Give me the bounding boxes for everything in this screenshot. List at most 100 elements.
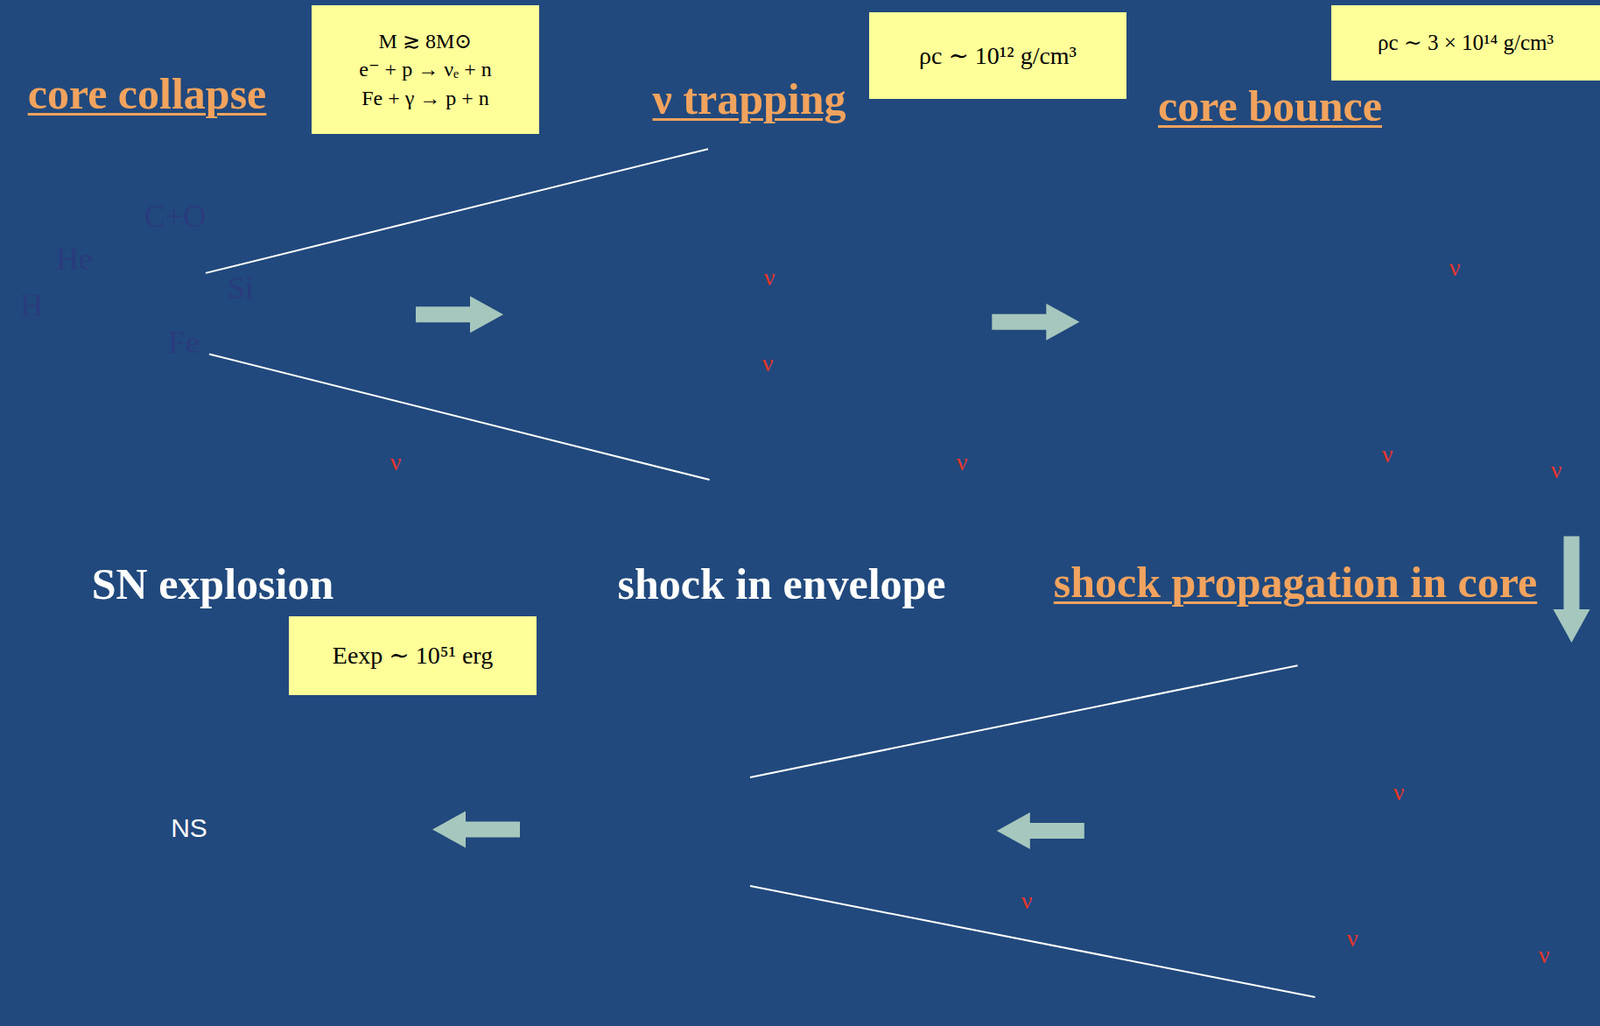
infall-arrow (1165, 828, 1191, 832)
neutrino-path (750, 306, 760, 345)
infall-arrow (737, 147, 741, 216)
neutrino-label: ν (1449, 254, 1461, 282)
formula-text: Fe + γ → p + n (361, 84, 490, 113)
neutrino-path (805, 413, 944, 450)
neutrino-path (1378, 277, 1441, 316)
iron-core-circle: Fe (133, 266, 231, 364)
shock-front (634, 715, 866, 948)
zoom-line (209, 354, 710, 481)
neutrino-label: ν (1538, 941, 1551, 969)
stage-title: core bounce (1157, 79, 1383, 133)
formula-box: M ≳ 8M⊙e⁻ + p → νₑ + nFe + γ → p + n (311, 5, 540, 134)
hydrogen-shell-circle-fill (15, 148, 348, 481)
proto-neutron-star (1278, 775, 1388, 885)
flow-arrow (991, 303, 1080, 341)
stage-title: core collapse (28, 67, 267, 120)
infall-arrow (1331, 663, 1334, 688)
neutrino-path (1435, 901, 1529, 949)
silicon-shell-circle-shape (98, 231, 267, 400)
shock-arrow (837, 919, 862, 943)
shock-arrow (638, 720, 663, 744)
envelope-ellipse-shape (583, 663, 917, 1000)
shock-arrow (749, 955, 752, 990)
iron-core-circle-fill (133, 266, 230, 363)
neutron-star-label: NS (170, 813, 208, 843)
neutrino-label: ν (1550, 456, 1563, 485)
trapping-circle-fill (570, 146, 907, 483)
envelope-ellipse-fill (583, 663, 917, 1000)
silicon-shell-circle: SiFe (98, 231, 267, 400)
hydrogen-shell-circle: core collapseHHeC+OSiFe (14, 147, 349, 482)
carbon-oxygen-shell-circle: C+OSiFe (77, 210, 288, 421)
energy-label: Eexp ∼ 10⁵¹ erg (332, 638, 493, 673)
neutrino-label: ν (1021, 887, 1033, 915)
flow-arrow (1553, 536, 1591, 644)
neutrinosphere (642, 217, 836, 411)
shock-arrow (837, 720, 862, 744)
infall-arrow (1474, 828, 1500, 832)
shock-arrow (592, 830, 626, 834)
neutrinosphere (1236, 733, 1430, 927)
helium-shell-circle-fill (49, 182, 315, 448)
trapping-circle: ν trapping (570, 146, 907, 483)
carbon-oxygen-shell-circle-fill (77, 210, 287, 420)
proto-neutron-star (699, 780, 801, 883)
neutrino-label: ν (762, 350, 774, 378)
neutrino-path (1439, 408, 1537, 464)
shock-arrow (874, 830, 908, 834)
formula-text: M ≳ 8M⊙ (378, 27, 473, 56)
neutrino-label: ν (1393, 778, 1405, 807)
shock-arrow (1211, 928, 1235, 952)
bounce-circle-fill (1164, 161, 1502, 499)
flow-arrow (996, 812, 1085, 850)
formula-text: e⁻ + p → νₑ + n (358, 55, 492, 84)
shock-arrow (1431, 708, 1455, 731)
neutron-star-circle-fill (140, 778, 238, 876)
stage-title: shock propagation in core (1053, 555, 1537, 609)
infall-arrow (833, 313, 906, 316)
bounce-arrow (1247, 244, 1281, 278)
layer-label: Fe (168, 325, 200, 361)
neutron-star-circle: NS (140, 778, 238, 876)
neutrinosphere (1219, 216, 1447, 444)
explosion-star: SN explosionNS (9, 647, 369, 1007)
layer-label: Si (227, 271, 254, 307)
shock-core-circle-shape (1164, 661, 1502, 998)
neutrino-path (203, 319, 375, 446)
envelope-ellipse: shock in envelope (583, 663, 917, 1000)
zoom-line (750, 665, 1299, 778)
stage-title: ν trapping (652, 72, 847, 126)
shock-core-circle: shock propagation in core (1164, 661, 1502, 998)
explosion-star-fill (9, 647, 369, 1007)
layer-label: He (56, 242, 93, 278)
infall-arrow (1331, 439, 1334, 497)
bounce-circle-shape (1164, 161, 1502, 499)
infall-arrow (133, 313, 163, 316)
neutrino-path (1339, 875, 1348, 923)
carbon-oxygen-shell-circle-shape (77, 210, 288, 421)
neutrino-path (710, 287, 757, 316)
energy-box: Eexp ∼ 10⁵¹ erg (288, 616, 537, 695)
zoom-line (750, 885, 1315, 997)
neutrino-label: ν (956, 449, 969, 477)
shock-arrow (749, 673, 752, 708)
infall-arrow (737, 413, 741, 481)
density-box: ρc ∼ 3 × 10¹⁴ g/cm³ (1331, 5, 1600, 81)
neutrino-path (770, 842, 1007, 902)
shock-arrow (638, 919, 663, 943)
infall-arrow (1331, 971, 1334, 997)
neutrino-path (1352, 798, 1387, 816)
neutrino-label: ν (1347, 925, 1359, 953)
flow-arrow (415, 295, 504, 333)
neutrino-label: ν (390, 449, 402, 477)
infall-arrow (1331, 162, 1334, 221)
infall-arrow (1165, 328, 1233, 331)
shock-front (1200, 697, 1466, 962)
neutrino-label: ν (764, 264, 776, 292)
shock-arrow (1211, 708, 1235, 731)
infall-arrow (1431, 328, 1499, 331)
trapping-circle-shape (570, 146, 907, 483)
